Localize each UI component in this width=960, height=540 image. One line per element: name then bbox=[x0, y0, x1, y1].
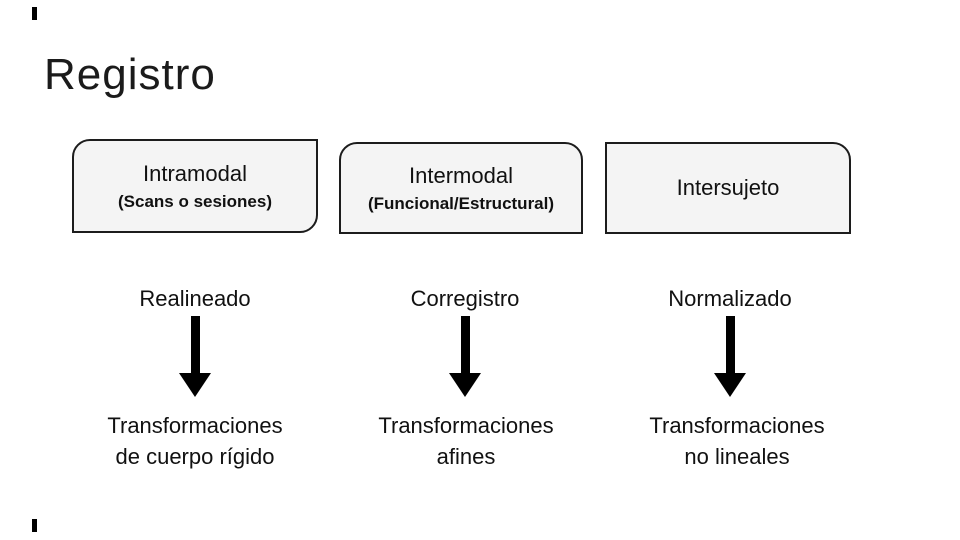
slide-edge-mark-bottom bbox=[32, 519, 37, 532]
arrow-head bbox=[714, 373, 746, 397]
page-title: Registro bbox=[44, 50, 216, 99]
down-arrow-icon bbox=[179, 316, 211, 397]
box-intermodal: Intermodal (Funcional/Estructural) bbox=[339, 142, 583, 234]
step-label-realineado: Realineado bbox=[139, 286, 251, 311]
result-label-afines: Transformaciones afines bbox=[326, 410, 606, 472]
arrow-head bbox=[449, 373, 481, 397]
slide-edge-mark-top bbox=[32, 7, 37, 20]
down-arrow-icon bbox=[449, 316, 481, 397]
step-label-normalizado: Normalizado bbox=[668, 286, 792, 311]
box-intersujeto: Intersujeto bbox=[605, 142, 851, 234]
step-label-corregistro: Corregistro bbox=[410, 286, 520, 311]
box-intramodal: Intramodal (Scans o sesiones) bbox=[72, 139, 318, 233]
arrow-head bbox=[179, 373, 211, 397]
box-intramodal-title: Intramodal bbox=[143, 160, 247, 186]
box-intermodal-title: Intermodal bbox=[409, 162, 513, 188]
down-arrow-icon bbox=[714, 316, 746, 397]
result-label-no-lineales: Transformaciones no lineales bbox=[597, 410, 877, 472]
box-intramodal-subtitle: (Scans o sesiones) bbox=[117, 191, 272, 211]
result-line1: Transformaciones bbox=[649, 413, 825, 438]
result-line2: afines bbox=[436, 444, 496, 469]
arrow-shaft bbox=[725, 316, 735, 373]
arrow-shaft bbox=[460, 316, 470, 373]
result-line2: no lineales bbox=[684, 444, 790, 469]
result-line1: Transformaciones bbox=[107, 413, 283, 438]
result-line2: de cuerpo rígido bbox=[115, 444, 275, 469]
arrow-shaft bbox=[190, 316, 200, 373]
box-intersujeto-title: Intersujeto bbox=[676, 175, 780, 200]
box-intermodal-subtitle: (Funcional/Estructural) bbox=[367, 193, 555, 213]
result-line1: Transformaciones bbox=[378, 413, 554, 438]
result-label-rigido: Transformaciones de cuerpo rígido bbox=[55, 410, 335, 472]
